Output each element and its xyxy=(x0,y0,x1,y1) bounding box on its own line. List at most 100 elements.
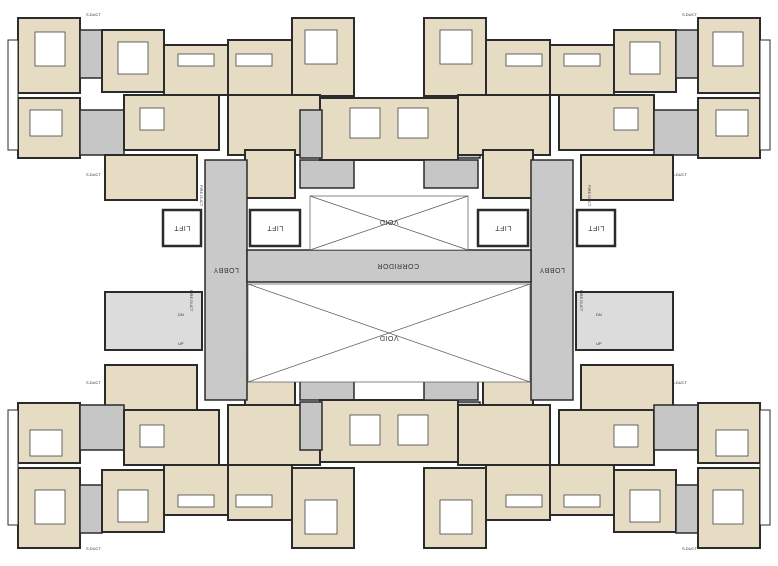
toilet-tr-3 xyxy=(423,159,479,189)
label-duct: S.DUCT xyxy=(86,546,101,551)
table-icon xyxy=(139,107,165,131)
label-stair-up: UP xyxy=(178,341,184,346)
label-duct: S.DUCT xyxy=(672,380,687,385)
lift-left-2 xyxy=(248,208,302,248)
toilet-tr-1 xyxy=(675,29,699,79)
balcony-bl xyxy=(7,409,19,526)
label-stair-up: UP xyxy=(596,341,602,346)
lobby-left xyxy=(204,159,248,401)
kitchen-bl xyxy=(104,364,198,411)
kitchen-tl xyxy=(104,154,198,201)
bed-icon xyxy=(439,499,473,535)
label-duct: S.DUCT xyxy=(682,546,697,551)
label-stair-dn: DN xyxy=(596,312,602,317)
dining-bl xyxy=(123,409,220,466)
label-lift-4: LIFT xyxy=(588,224,605,231)
label-fire-duct: FIRE DUCT xyxy=(189,290,194,312)
void-top-diagonal xyxy=(309,195,469,251)
bedroom-tl-4 xyxy=(227,39,293,96)
label-lift-1: LIFT xyxy=(174,224,191,231)
toilet-br-2 xyxy=(653,404,699,451)
sofa-icon xyxy=(505,494,543,508)
balcony-br xyxy=(759,409,771,526)
furniture xyxy=(29,29,749,535)
dining-tr xyxy=(558,94,655,151)
toilet-br-1 xyxy=(675,484,699,534)
toilet-tl-1 xyxy=(79,29,103,79)
living-bl xyxy=(163,464,229,516)
core xyxy=(104,159,674,401)
bed-icon xyxy=(397,414,429,446)
label-lobby-right: LOBBY xyxy=(539,266,565,273)
toilet-bl-1 xyxy=(79,484,103,534)
label-fire-duct: FIRE DUCT xyxy=(579,290,584,312)
bed-icon xyxy=(712,31,744,67)
label-duct: S.DUCT xyxy=(86,172,101,177)
lift-right-1 xyxy=(476,208,530,248)
bed-icon xyxy=(629,489,661,523)
bed-icon xyxy=(117,41,149,75)
master-bed-bottom xyxy=(319,399,459,463)
sofa-icon xyxy=(235,494,273,508)
staircase-right xyxy=(575,291,674,351)
living-br xyxy=(549,464,615,516)
bed-icon xyxy=(29,429,63,457)
bedroom-tr-4 xyxy=(485,39,551,96)
void-bottom-diagonal xyxy=(247,283,531,383)
kitchen-tr-2 xyxy=(482,149,534,199)
sofa-icon xyxy=(505,53,543,67)
label-void-top: VOID xyxy=(379,218,398,225)
bed-icon xyxy=(349,414,381,446)
toilet-bl-2 xyxy=(79,404,125,451)
living-tr-2 xyxy=(457,94,551,156)
bed-icon xyxy=(304,29,338,65)
wing-top-right xyxy=(423,17,771,201)
toilet-tl-3 xyxy=(299,159,355,189)
master-bed-top xyxy=(319,97,459,161)
sofa-icon xyxy=(177,53,215,67)
balcony-tr xyxy=(759,39,771,151)
label-lift-2: LIFT xyxy=(267,224,284,231)
bed-icon xyxy=(117,489,149,523)
bedroom-br-4 xyxy=(485,464,551,521)
kitchen-tr xyxy=(580,154,674,201)
lift-left-1 xyxy=(161,208,203,248)
bedroom-tr-3 xyxy=(697,97,761,159)
living-tr xyxy=(549,44,615,96)
table-icon xyxy=(613,424,639,448)
sofa-icon xyxy=(235,53,273,67)
label-duct: S.DUCT xyxy=(682,12,697,17)
bed-icon xyxy=(439,29,473,65)
label-duct: S.DUCT xyxy=(86,12,101,17)
kitchen-tl-2 xyxy=(244,149,296,199)
label-lobby-left: LOBBY xyxy=(213,266,239,273)
lift-right-2 xyxy=(575,208,617,248)
wing-top-left xyxy=(7,17,481,201)
toilet-top-c1 xyxy=(299,109,323,159)
label-lift-3: LIFT xyxy=(495,224,512,231)
living-br-2 xyxy=(457,404,551,466)
bed-icon xyxy=(715,429,749,457)
toilet-tr-2 xyxy=(653,109,699,156)
kitchen-br xyxy=(580,364,674,411)
table-icon xyxy=(139,424,165,448)
balcony-tl xyxy=(7,39,19,151)
bed-icon xyxy=(349,107,381,139)
sofa-icon xyxy=(563,494,601,508)
label-fire-duct: FIRE DUCT xyxy=(199,185,204,207)
dining-tl xyxy=(123,94,220,151)
bed-icon xyxy=(629,41,661,75)
corridor xyxy=(246,249,532,283)
bed-icon xyxy=(34,489,66,525)
lobby-right xyxy=(530,159,574,401)
labels: LOBBY LOBBY CORRIDOR VOID VOID LIFT LIFT… xyxy=(86,12,697,551)
toilet-bottom-c1 xyxy=(299,401,323,451)
label-corridor: CORRIDOR xyxy=(377,262,419,269)
bed-icon xyxy=(34,31,66,67)
label-stair-dn: DN xyxy=(178,312,184,317)
staircase-left xyxy=(104,291,203,351)
bed-icon xyxy=(29,109,63,137)
living-tl xyxy=(163,44,229,96)
label-fire-duct: FIRE DUCT xyxy=(587,185,592,207)
